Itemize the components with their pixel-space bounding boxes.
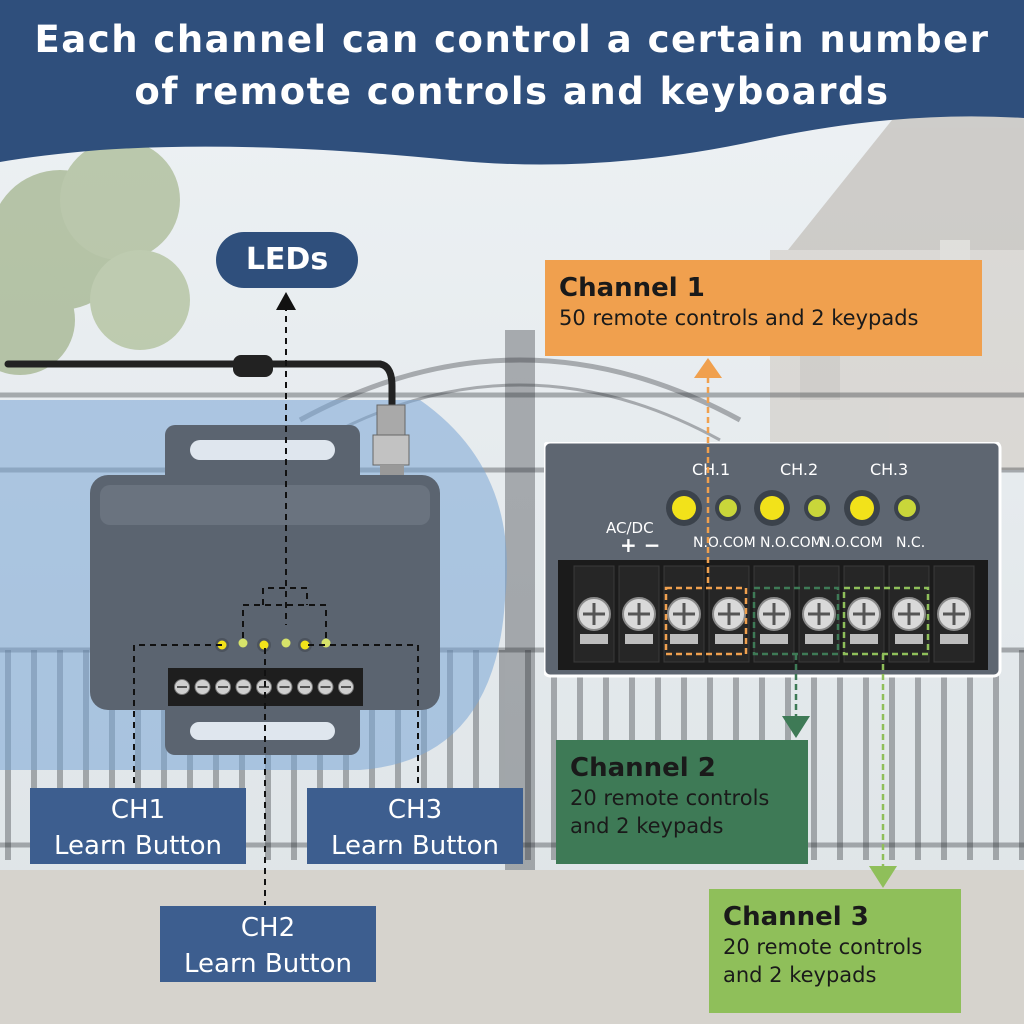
panel-ch2-label: CH.2 (780, 460, 819, 479)
panel-ch1-label: CH.1 (692, 460, 731, 479)
page-title: Each channel can control a certain numbe… (0, 14, 1024, 118)
title-line-2: of remote controls and keyboards (134, 70, 890, 113)
arrow-down-icon (782, 716, 810, 738)
panel-terminal-label-2: N.O.COM (760, 535, 823, 551)
status-led (719, 499, 737, 517)
channel-3-title: Channel 3 (723, 902, 869, 932)
learn-button-cap (672, 496, 696, 520)
ch2-learn-line2: Learn Button (183, 949, 353, 979)
arrow-up-icon (276, 292, 296, 310)
learn-button-cap (300, 640, 310, 650)
learn-button-cap (850, 496, 874, 520)
terminal-plate (940, 634, 968, 644)
terminal-plate (580, 634, 608, 644)
terminal-plate (715, 634, 743, 644)
leds-badge: LEDs (216, 232, 358, 288)
status-led (238, 638, 248, 648)
ch1-learn-line2: Learn Button (53, 831, 223, 861)
status-led (808, 499, 826, 517)
ch2-learn-label: CH2 Learn Button (160, 906, 376, 982)
arrow-up-icon (694, 358, 722, 378)
panel-power-signs: + − (620, 533, 661, 557)
status-led (281, 638, 291, 648)
learn-button-cap (259, 640, 269, 650)
panel-ch3-label: CH.3 (870, 460, 909, 479)
ch3-learn-label: CH3 Learn Button (307, 788, 523, 864)
channel-3-desc-line1: 20 remote controls (723, 935, 923, 959)
channel-2-desc-line1: 20 remote controls (570, 786, 770, 810)
header-band (0, 0, 1024, 165)
ch3-learn-line1: CH3 (387, 795, 443, 825)
ch1-learn-line1: CH1 (110, 795, 166, 825)
channel-2-box: Channel 2 20 remote controls and 2 keypa… (556, 740, 808, 864)
terminal-plate (760, 634, 788, 644)
ch3-learn-line2: Learn Button (330, 831, 500, 861)
channel-2-title: Channel 2 (570, 753, 716, 783)
title-line-1: Each channel can control a certain numbe… (34, 18, 990, 61)
terminal-plate (625, 634, 653, 644)
panel-power-label: AC/DC (606, 519, 654, 537)
terminal-plate (670, 634, 698, 644)
receiver-device (4, 355, 440, 755)
channel-2-desc-line2: and 2 keypads (570, 814, 724, 838)
panel-terminal-label-4: N.C. (896, 535, 926, 551)
channel-1-desc: 50 remote controls and 2 keypads (559, 306, 919, 330)
leds-badge-label: LEDs (245, 242, 329, 277)
channel-1-box: Channel 1 50 remote controls and 2 keypa… (545, 260, 982, 356)
terminal-plate (895, 634, 923, 644)
learn-button-cap (760, 496, 784, 520)
channel-3-box: Channel 3 20 remote controls and 2 keypa… (709, 889, 961, 1013)
ch1-learn-label: CH1 Learn Button (30, 788, 246, 864)
status-led (898, 499, 916, 517)
terminal-plate (850, 634, 878, 644)
terminal-panel-zoom (544, 442, 1002, 678)
tree-illustration (0, 140, 190, 375)
channel-3-desc-line2: and 2 keypads (723, 963, 877, 987)
ch2-learn-line1: CH2 (240, 913, 296, 943)
terminal-plate (805, 634, 833, 644)
channel-1-title: Channel 1 (559, 273, 705, 303)
arrow-down-icon (869, 866, 897, 888)
panel-terminal-label-3: N.O.COM (820, 535, 883, 551)
